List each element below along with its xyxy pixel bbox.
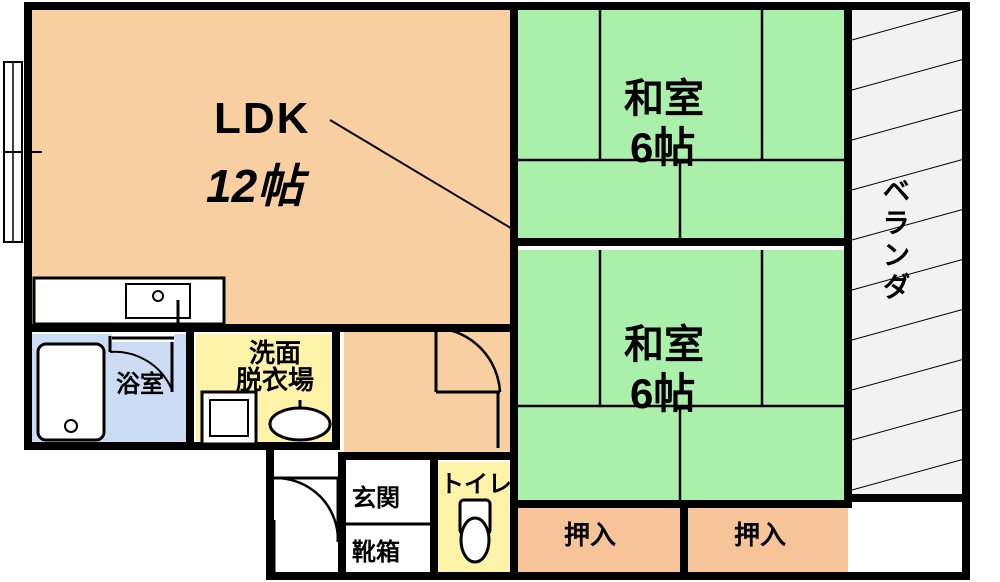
- label-oshiire-right: 押入: [734, 520, 787, 550]
- wall-wash-right: [332, 330, 340, 450]
- room-oshiire-left: [518, 506, 684, 574]
- label-senmen-datsuijo: 洗面 脱衣場: [236, 338, 315, 396]
- wall-outer-left: [24, 2, 32, 450]
- wall-ldk-right-upper: [510, 2, 518, 332]
- wall-veranda-inner: [844, 2, 852, 502]
- wall-outer-right: [962, 2, 970, 580]
- room-corridor: [344, 328, 516, 458]
- wall-genkan-left: [266, 442, 274, 580]
- label-washitsu-bottom: 和室: [624, 323, 704, 367]
- label-genkan: 玄関: [352, 485, 400, 512]
- label-ldk: LDK: [214, 94, 311, 143]
- wall-bottom-genkan: [266, 572, 518, 580]
- wall-corridor-bottom: [338, 452, 518, 460]
- room-oshiire-right: [688, 506, 848, 574]
- room-washitsu-top: [518, 8, 848, 240]
- wall-veranda-bottom: [844, 494, 970, 502]
- wall-wash-bottom: [24, 442, 340, 450]
- wall-oshiire-divider: [680, 500, 688, 580]
- label-getabako: 靴箱: [352, 539, 400, 566]
- label-toilet: トイレ: [440, 471, 512, 498]
- label-washitsu-top: 和室: [624, 77, 704, 121]
- wall-ldk-bottom: [24, 324, 344, 332]
- wall-bath-right: [186, 330, 194, 450]
- room-genkan: [272, 462, 430, 574]
- wall-genkan-top: [338, 452, 346, 580]
- room-yokushitsu: [30, 334, 192, 448]
- label-ldk-size: 12帖: [206, 160, 304, 212]
- room-veranda: [852, 8, 970, 498]
- wall-corridor-top: [338, 324, 518, 332]
- label-oshiire-left: 押入: [564, 520, 617, 550]
- label-washitsu-bottom-size: 6帖: [630, 370, 696, 417]
- label-washitsu-top-size: 6帖: [630, 124, 696, 171]
- wall-genkan-right: [430, 452, 438, 580]
- wall-bottom-right: [510, 572, 970, 580]
- label-yokushitsu: 浴室: [116, 371, 164, 398]
- wall-outer-top: [24, 2, 970, 10]
- wall-washitsu-divider: [510, 238, 852, 246]
- label-veranda: ベランダ: [879, 176, 911, 304]
- room-washitsu-bottom: [518, 250, 848, 508]
